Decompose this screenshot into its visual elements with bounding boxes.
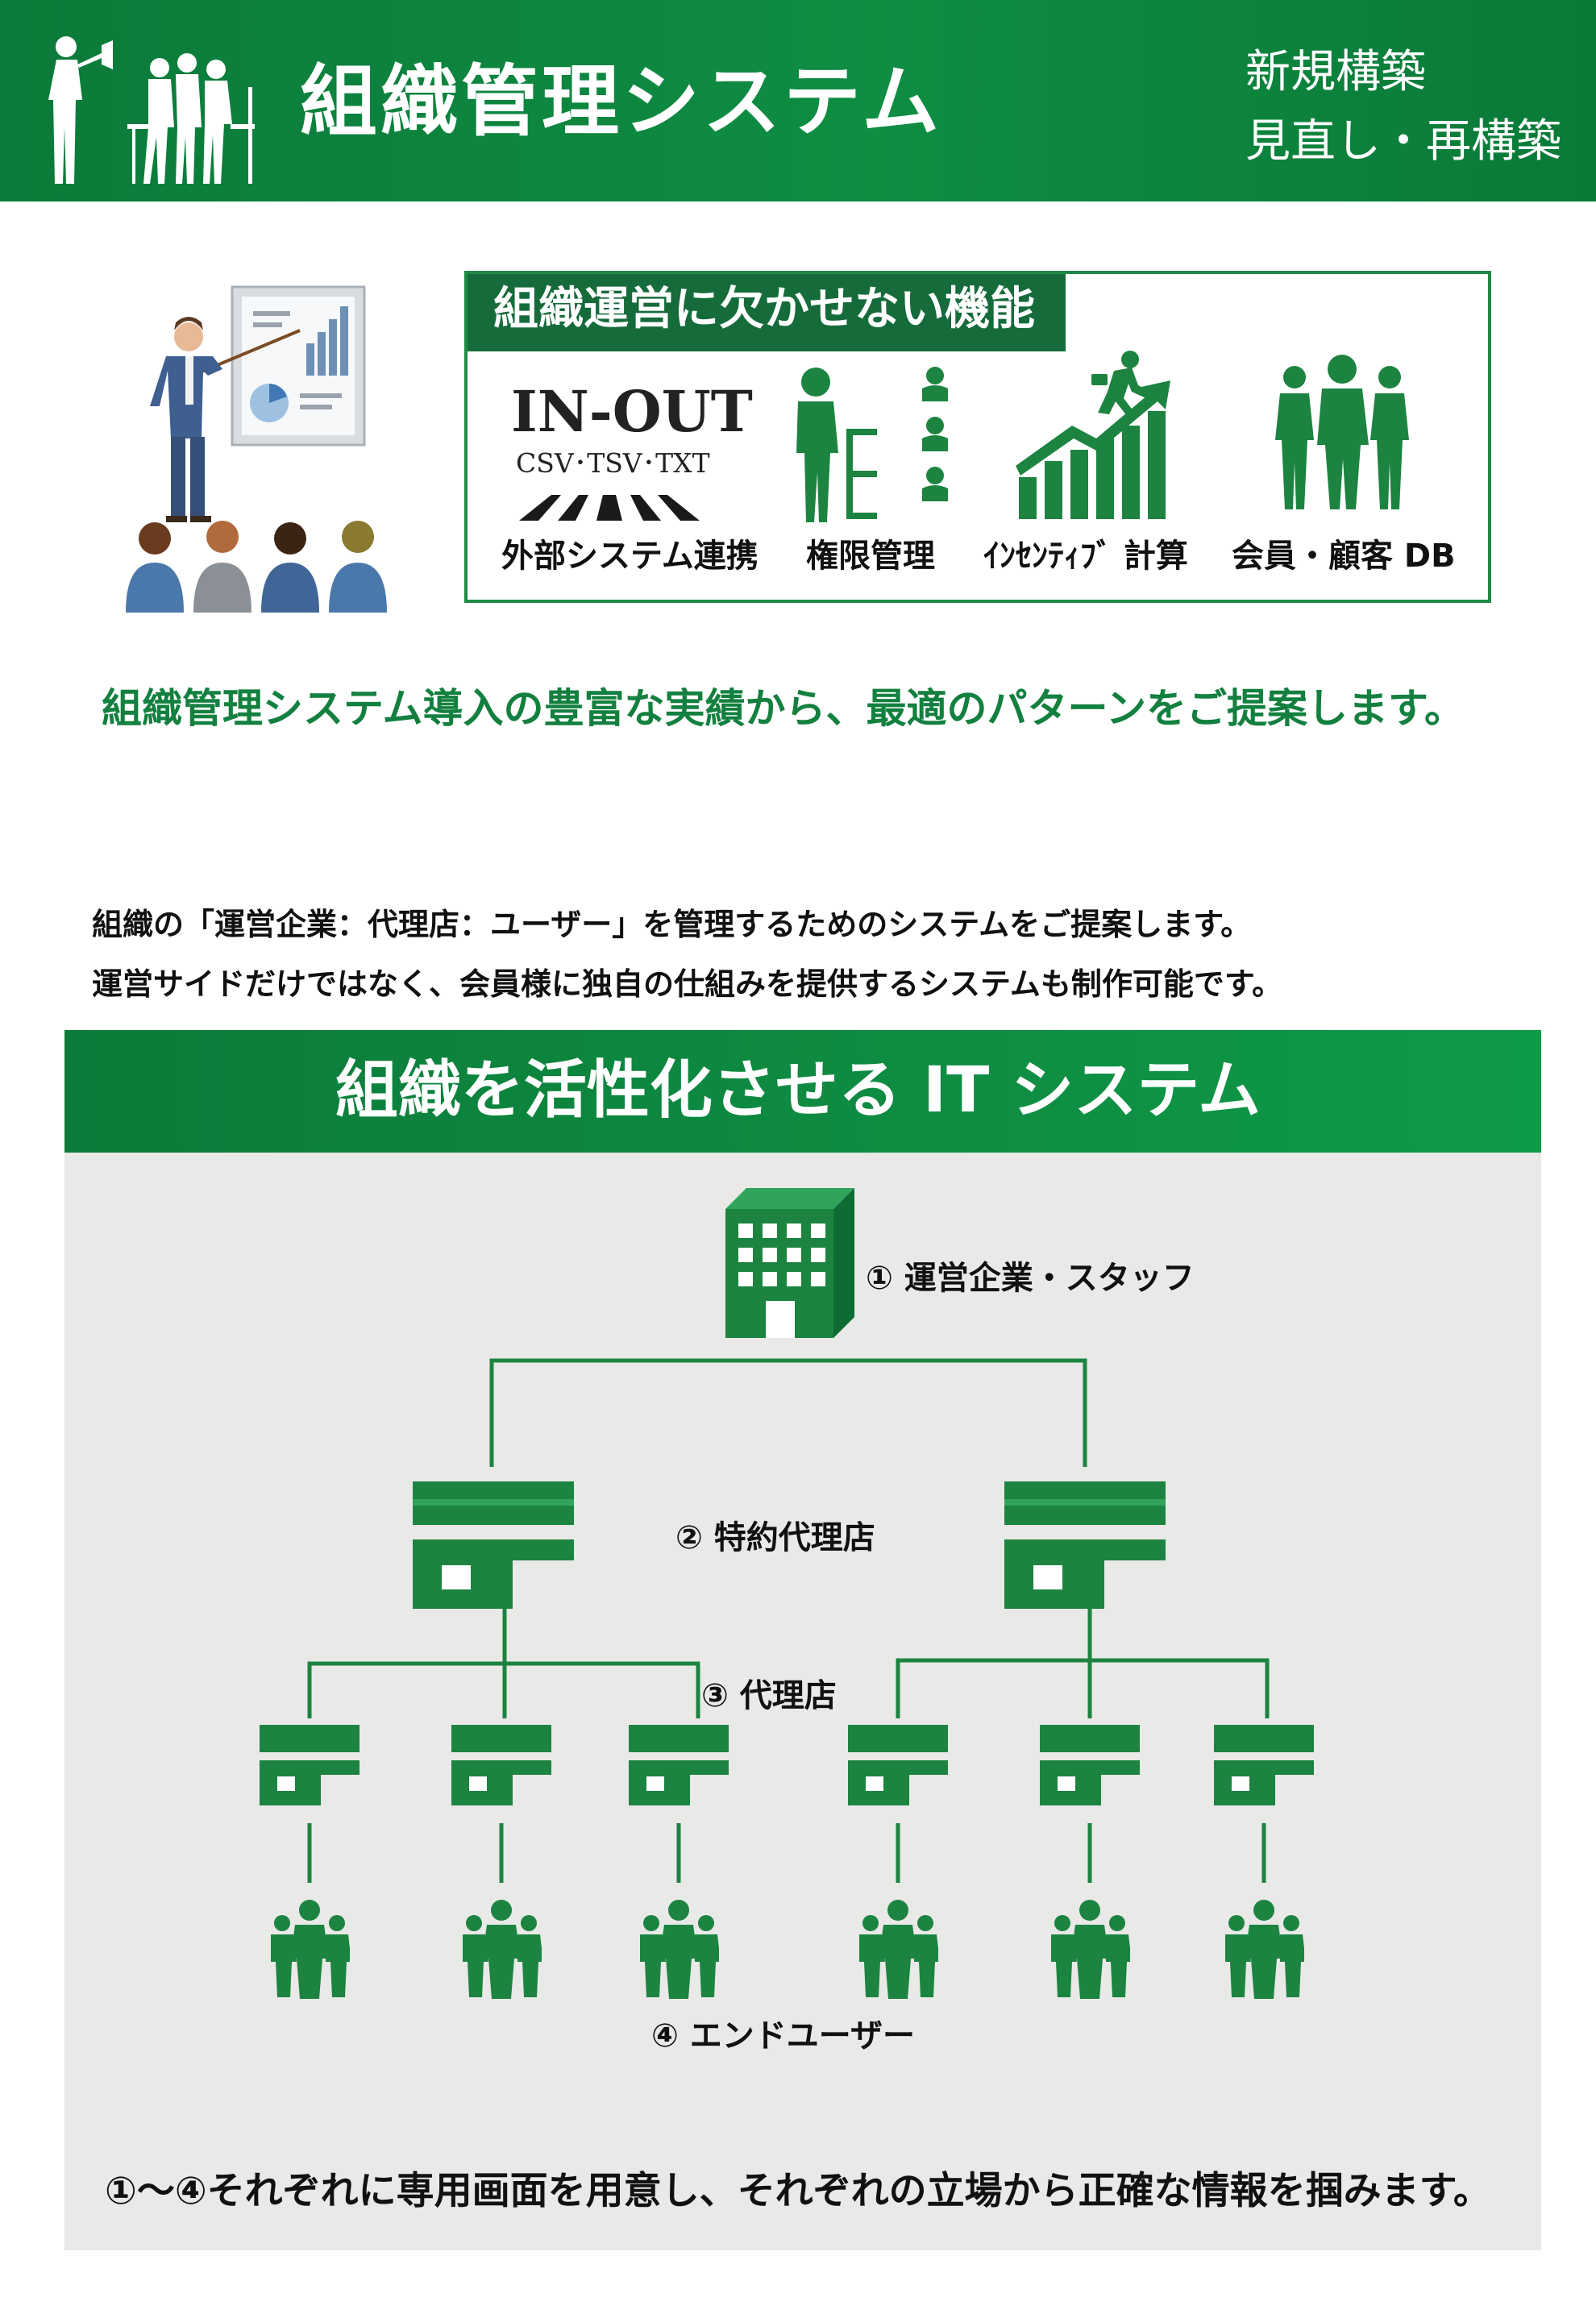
feature-label-authority: 権限管理 (806, 538, 935, 575)
it-section-title: 組織を活性化させる IT システム (335, 1054, 1261, 1127)
store-icon (451, 1725, 551, 1805)
tag-rebuild: 見直し・再構築 (1245, 115, 1561, 168)
header-banner (0, 0, 1596, 202)
agency-store-icon (1004, 1481, 1166, 1609)
feature-box-tab (468, 274, 1066, 351)
tag-new-build: 新規構築 (1245, 46, 1426, 98)
description-line-1: 組織の「運営企業：代理店：ユーザー」を管理するためのシステムをご提案します。 (92, 907, 1252, 942)
store-icon (1214, 1725, 1314, 1805)
feature-label-incentive: ｲﾝｾﾝﾃｨﾌﾞ 計算 (983, 538, 1188, 575)
presenter-illustration (126, 285, 387, 613)
lead-text: 組織管理システム導入の豊富な実績から、最適のパターンをご提案します。 (102, 685, 1465, 732)
agency-store-icon (413, 1481, 574, 1609)
inout-heading: IN-OUT (511, 378, 753, 445)
it-section-footer: ①〜④それぞれに専用画面を用意し、それぞれの立場から正確な情報を掴みます。 (105, 2169, 1491, 2213)
feature-label-member-db: 会員・顧客 DB (1232, 538, 1456, 575)
store-icon (629, 1725, 729, 1805)
org-tree-lines (307, 1358, 1270, 1883)
user-group-icon (859, 1900, 938, 1999)
level-4-label: ④ エンドユーザー (651, 2017, 915, 2054)
user-group-icon (1051, 1900, 1130, 1999)
level-3-label: ③ 代理店 (701, 1677, 837, 1714)
people-group-icon (1275, 355, 1409, 509)
store-icon (1040, 1725, 1140, 1805)
user-group-icon (1225, 1900, 1304, 1999)
company-building-icon (725, 1188, 854, 1338)
inout-formats: CSV･TSV･TXT (516, 447, 710, 479)
meeting-silhouette-icon (48, 36, 255, 184)
store-icon (260, 1725, 360, 1805)
it-section-band (64, 1030, 1541, 1153)
data-exchange-icon (519, 495, 700, 521)
description-line-2: 運営サイドだけではなく、会員様に独自の仕組みを提供するシステムも制作可能です。 (92, 966, 1283, 1002)
org-chart-icon (796, 367, 948, 522)
level-1-label: ① 運営企業・スタッフ (866, 1260, 1195, 1297)
user-group-icon (271, 1900, 350, 1999)
user-group-icon (463, 1900, 542, 1999)
page-title: 組織管理システム (300, 56, 943, 147)
level-2-label: ② 特約代理店 (675, 1519, 875, 1556)
user-group-icon (640, 1900, 719, 1999)
feature-box (464, 271, 1491, 603)
store-icon (848, 1725, 948, 1805)
feature-label-external: 外部システム連携 (501, 538, 759, 575)
feature-box-title: 組織運営に欠かせない機能 (493, 283, 1035, 335)
growth-chart-icon (1016, 351, 1170, 519)
